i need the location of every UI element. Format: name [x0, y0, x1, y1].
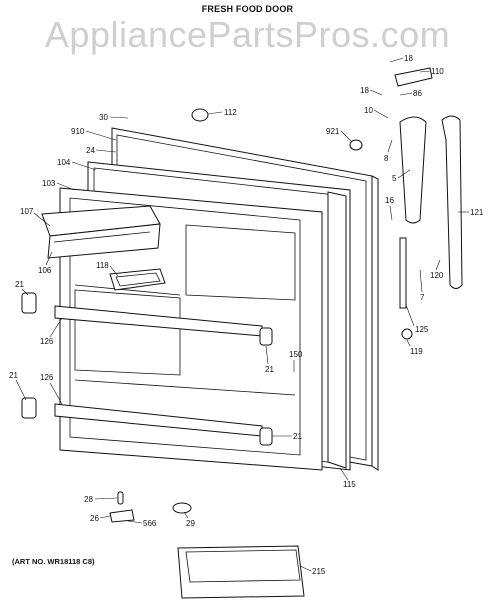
- callout-labels: 18 110 18 86 10 112 30 910 921 24 8 104 …: [9, 54, 484, 576]
- butter-door: [109, 268, 166, 291]
- callout-110: 110: [431, 67, 444, 76]
- art-number: (ART NO. WR18118 C8): [12, 557, 95, 566]
- callout-30: 30: [99, 113, 108, 122]
- callout-215: 215: [312, 567, 326, 576]
- callout-86: 86: [413, 89, 422, 98]
- callout-115: 115: [343, 480, 356, 489]
- callout-921: 921: [326, 127, 340, 136]
- callout-8: 8: [384, 154, 389, 163]
- callout-21d: 21: [293, 432, 302, 441]
- callout-18a: 18: [404, 54, 413, 63]
- callout-26: 26: [90, 514, 99, 523]
- callout-566: 566: [143, 519, 157, 528]
- callout-29: 29: [186, 519, 195, 528]
- door-bin: [177, 545, 305, 599]
- callout-118: 118: [96, 261, 109, 270]
- door-handle: [441, 115, 463, 289]
- callout-112: 112: [224, 108, 237, 117]
- small-parts: [109, 491, 192, 523]
- callout-21a: 21: [15, 280, 24, 289]
- shelf-end-caps: [21, 292, 273, 446]
- breaker-strip: [327, 191, 347, 469]
- callout-126a: 126: [40, 337, 54, 346]
- callout-103: 103: [42, 179, 56, 188]
- callout-125: 125: [415, 325, 429, 334]
- callout-5: 5: [392, 174, 397, 183]
- dairy-compartment: [41, 205, 161, 259]
- callout-18b: 18: [360, 86, 369, 95]
- callout-121: 121: [470, 208, 484, 217]
- callout-21b: 21: [265, 365, 274, 374]
- callout-104: 104: [57, 158, 71, 167]
- callout-120: 120: [430, 271, 444, 280]
- callout-10: 10: [364, 106, 373, 115]
- callout-16: 16: [385, 196, 394, 205]
- hinge-assembly: [191, 67, 433, 340]
- callout-119: 119: [410, 347, 423, 356]
- callout-24: 24: [86, 146, 95, 155]
- diagram-title: FRESH FOOD DOOR: [201, 4, 294, 14]
- callout-106: 106: [38, 266, 52, 275]
- callout-7: 7: [420, 293, 425, 302]
- callout-107: 107: [20, 207, 34, 216]
- callout-910: 910: [71, 127, 85, 136]
- callout-150: 150: [289, 350, 303, 359]
- callout-126b: 126: [40, 373, 54, 382]
- watermark: AppliancePartsPros.com: [44, 14, 451, 55]
- callout-21c: 21: [9, 371, 18, 380]
- callout-28: 28: [84, 495, 93, 504]
